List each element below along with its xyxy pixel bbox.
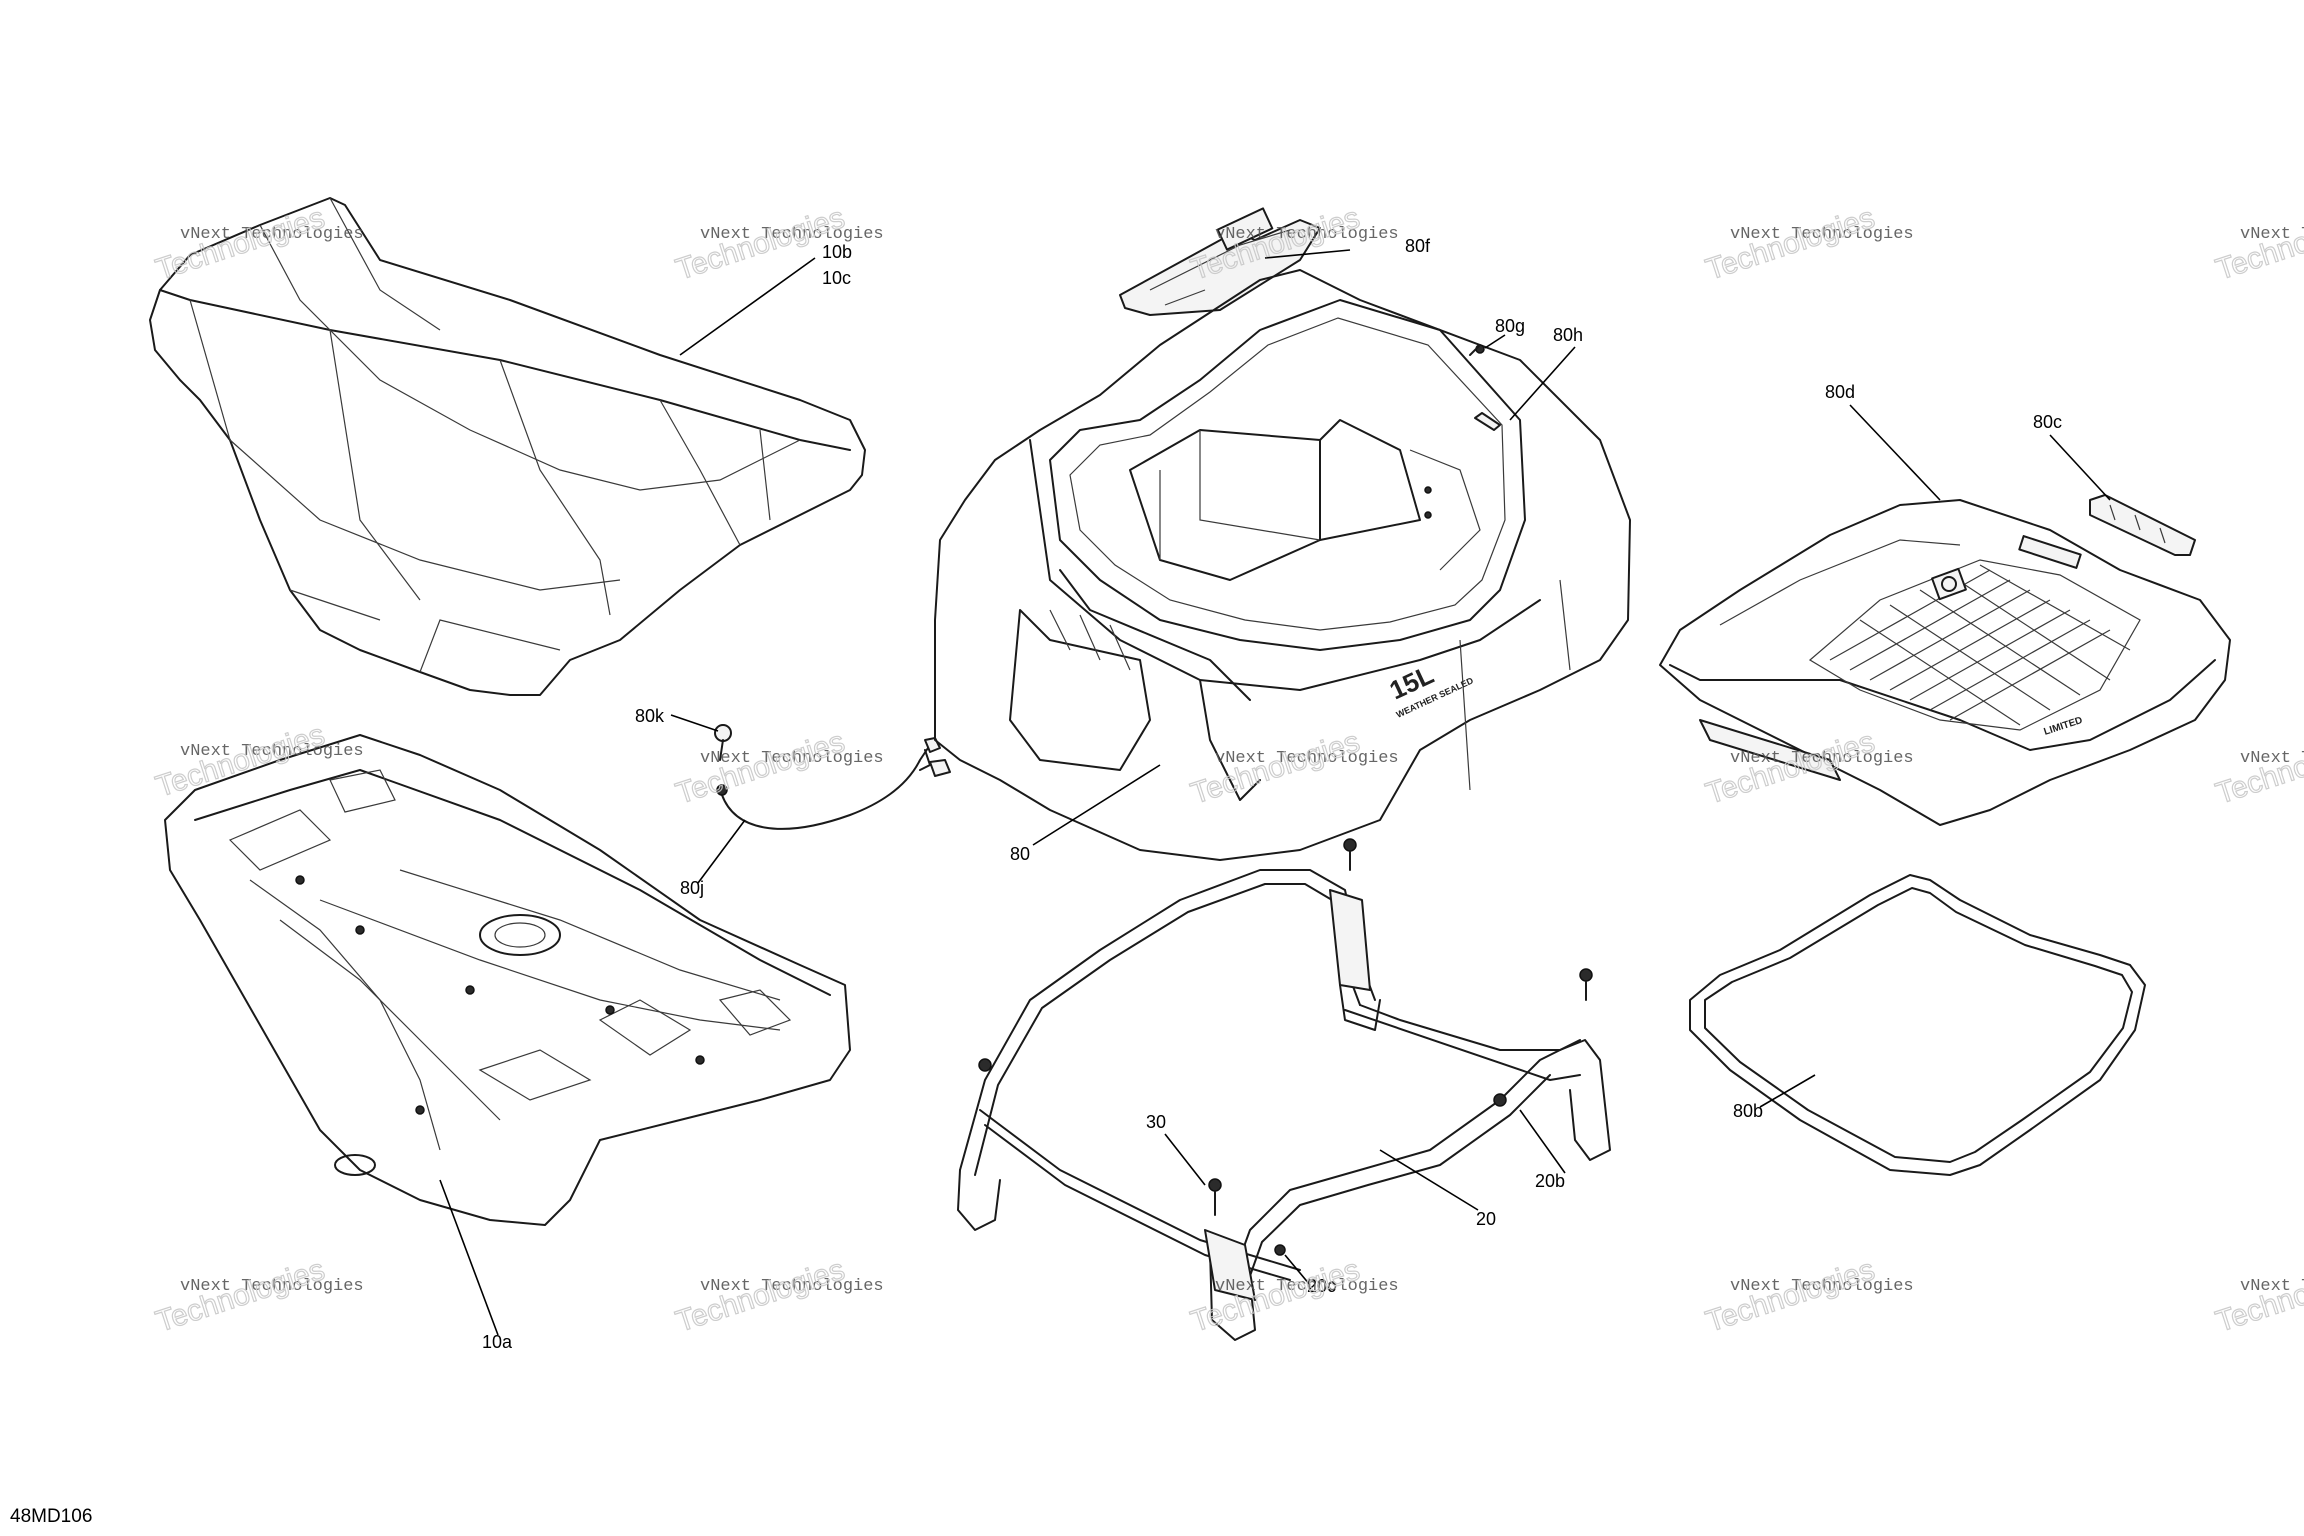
screw-80g — [1469, 344, 1485, 356]
svg-text:Technologies: Technologies — [2212, 201, 2304, 287]
watermark: vNext Technologies Technologies — [1186, 201, 1399, 288]
watermark: vNext Technologies Technologies — [151, 718, 364, 805]
watermark: vNext Technologies Technologies — [2211, 201, 2304, 288]
svg-text:vNext Technologies: vNext Technologies — [2240, 1277, 2304, 1296]
svg-text:vNext Technologies: vNext Technologies — [180, 1277, 364, 1296]
watermark: vNext Technologies Technologies — [2211, 1253, 2304, 1340]
svg-text:vNext Technologies: vNext Technologies — [700, 225, 884, 244]
svg-text:vNext Technologies: vNext Technologies — [700, 749, 884, 768]
watermark-layer: vNext Technologies Technologies vNext Te… — [151, 201, 2304, 1340]
gasket-part — [1689, 874, 2146, 1176]
callout-80d: 80d — [1825, 382, 1855, 402]
watermark: vNext Technologies Technologies — [671, 1253, 884, 1340]
latch-pad-part — [2089, 494, 2196, 556]
callout-10b: 10b — [822, 242, 852, 262]
svg-text:vNext Technologies: vNext Technologies — [180, 225, 364, 244]
callout-80h: 80h — [1553, 325, 1583, 345]
svg-text:Technologies: Technologies — [2212, 725, 2304, 811]
callout-80g: 80g — [1495, 316, 1525, 336]
watermark: vNext Technologies Technologies — [671, 725, 884, 812]
callout-20c: 20c — [1307, 1276, 1336, 1296]
callout-80b: 80b — [1733, 1101, 1763, 1121]
svg-text:vNext Technologies: vNext Technologies — [180, 742, 364, 761]
svg-text:vNext Technologies: vNext Technologies — [1730, 1277, 1914, 1296]
callout-20b: 20b — [1535, 1171, 1565, 1191]
watermark: vNext Technologies Technologies — [151, 201, 364, 288]
watermark: vNext Technologies Technologies — [671, 201, 884, 288]
watermark: vNext Technologies Technologies — [1701, 1253, 1914, 1340]
watermark: vNext Technologies Technologies — [1701, 201, 1914, 288]
svg-text:Technologies: Technologies — [2212, 1253, 2304, 1339]
drawing-code: 48MD106 — [10, 1506, 93, 1527]
callout-10c: 10c — [822, 268, 851, 288]
callout-20: 20 — [1476, 1209, 1496, 1229]
svg-text:vNext Technologies: vNext Technologies — [1730, 225, 1914, 244]
lid-grip-pattern — [1829, 564, 2131, 726]
svg-text:vNext Technologies: vNext Technologies — [2240, 225, 2304, 244]
leader-lines — [439, 249, 2111, 1336]
seat-base-part — [164, 734, 851, 1226]
svg-text:vNext Technologies: vNext Technologies — [1215, 749, 1399, 768]
svg-text:vNext Technologies: vNext Technologies — [1215, 1277, 1399, 1296]
svg-text:vNext Technologies: vNext Technologies — [2240, 749, 2304, 768]
watermark: vNext Technologies Technologies — [1186, 725, 1399, 812]
svg-text:vNext Technologies: vNext Technologies — [700, 1277, 884, 1296]
svg-text:vNext Technologies: vNext Technologies — [1730, 749, 1914, 768]
mounting-frame-part — [957, 838, 1611, 1341]
lid-badge: LIMITED — [2043, 715, 2084, 738]
callout-30: 30 — [1146, 1112, 1166, 1132]
watermark: vNext Technologies Technologies — [2211, 725, 2304, 812]
watermark: vNext Technologies Technologies — [151, 1253, 364, 1340]
seat-cushion-part — [149, 197, 866, 696]
latch-part — [1119, 207, 1321, 316]
callout-labels: 10b 10c 10a 80f 80g 80h 80d 80c 80k 80j … — [482, 236, 2062, 1352]
callout-80: 80 — [1010, 844, 1030, 864]
screw-80h — [1474, 412, 1501, 431]
callout-80k: 80k — [635, 706, 665, 726]
svg-text:vNext Technologies: vNext Technologies — [1215, 225, 1399, 244]
callout-80c: 80c — [2033, 412, 2062, 432]
callout-80j: 80j — [680, 878, 704, 898]
callout-80f: 80f — [1405, 236, 1431, 256]
callout-10a: 10a — [482, 1332, 513, 1352]
